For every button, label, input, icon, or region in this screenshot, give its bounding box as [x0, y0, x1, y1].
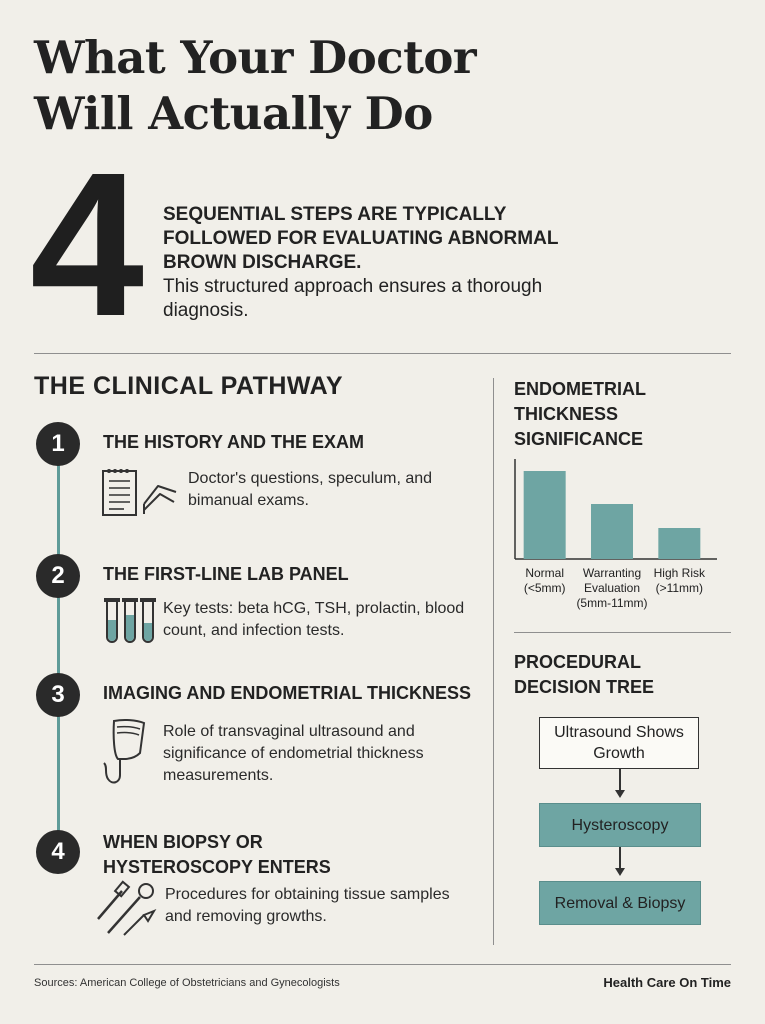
surgical-tools-icon [94, 879, 164, 942]
sources-citation: Sources: American College of Obstetricia… [34, 977, 340, 989]
decision-tree-title: Procedural Decision Tree [514, 652, 655, 697]
column-divider [493, 378, 494, 945]
chart-category-label: High Risk [654, 566, 706, 580]
step-description: Role of transvaginal ultrasound and sign… [163, 723, 424, 784]
step-4: 4 When Biopsy or Hysteroscopy Enters Pro… [36, 822, 486, 942]
tree-arrow-icon [615, 790, 625, 798]
step-3: 3 Imaging and Endometrial Thickness Role… [36, 673, 486, 803]
tree-node-hysteroscopy: Hysteroscopy [539, 803, 701, 847]
page-title-line2: Will Actually Do [34, 87, 433, 140]
step-title: Imaging and Endometrial Thickness [103, 683, 472, 703]
clipboard-speculum-icon [100, 466, 180, 525]
tree-connector [619, 769, 621, 791]
clinical-pathway-title: THE CLINICAL PATHWAY [34, 372, 344, 400]
step-number-badge: 4 [36, 830, 80, 874]
step-title: The First-Line Lab Panel [103, 564, 349, 584]
chart-bar [523, 471, 566, 559]
chart-category-label: (5mm-11mm) [576, 596, 647, 610]
lead-body-text: This structured approach ensures a thoro… [163, 276, 543, 321]
chart-bar [591, 504, 633, 559]
step-1: 1 The History and the Exam Doctor's ques… [36, 422, 486, 532]
tree-node-ultrasound: Ultrasound Shows Growth [539, 717, 699, 769]
lead-paragraph: Sequential steps are typically followed … [163, 203, 563, 323]
chart-category-label: (>11mm) [656, 581, 703, 595]
step-title: The History and the Exam [103, 432, 365, 452]
footer-divider [34, 964, 731, 965]
chart-category-label: (<5mm) [524, 581, 566, 595]
step-number-badge: 2 [36, 554, 80, 598]
step-description: Key tests: beta hCG, TSH, prolactin, blo… [163, 600, 465, 639]
brand-name: Health Care On Time [603, 975, 731, 990]
page-title: What Your Doctor Will Actually Do [34, 30, 734, 142]
tree-arrow-icon [615, 868, 625, 876]
chart-category-label: Evaluation [584, 581, 640, 595]
thickness-chart-title: Endometrial Thickness Significance [514, 379, 646, 449]
timeline-line [57, 445, 60, 850]
chart-bar [658, 528, 701, 559]
step-title: When Biopsy or Hysteroscopy Enters [103, 832, 331, 877]
test-tubes-icon [100, 595, 160, 652]
step-number-badge: 3 [36, 673, 80, 717]
chart-category-label: Warranting [583, 566, 641, 580]
ultrasound-probe-icon [100, 717, 150, 794]
lead-strong-text: Sequential steps are typically followed … [163, 204, 559, 273]
step-number-badge: 1 [36, 422, 80, 466]
header-divider [34, 353, 731, 354]
step-2: 2 The First-Line Lab Panel Key tests: be… [36, 554, 486, 664]
step-description: Doctor's questions, speculum, and bimanu… [188, 470, 433, 509]
thickness-bar-chart: Normal(<5mm) WarrantingEvaluation(5mm-11m… [514, 459, 717, 610]
step-description: Procedures for obtaining tissue samples … [165, 886, 450, 925]
page-title-line1: What Your Doctor [34, 31, 477, 84]
sidebar-divider [514, 632, 731, 633]
tree-node-removal-biopsy: Removal & Biopsy [539, 881, 701, 925]
tree-connector [619, 847, 621, 869]
chart-category-label: Normal [525, 566, 564, 580]
big-step-count: 4 [30, 130, 144, 359]
